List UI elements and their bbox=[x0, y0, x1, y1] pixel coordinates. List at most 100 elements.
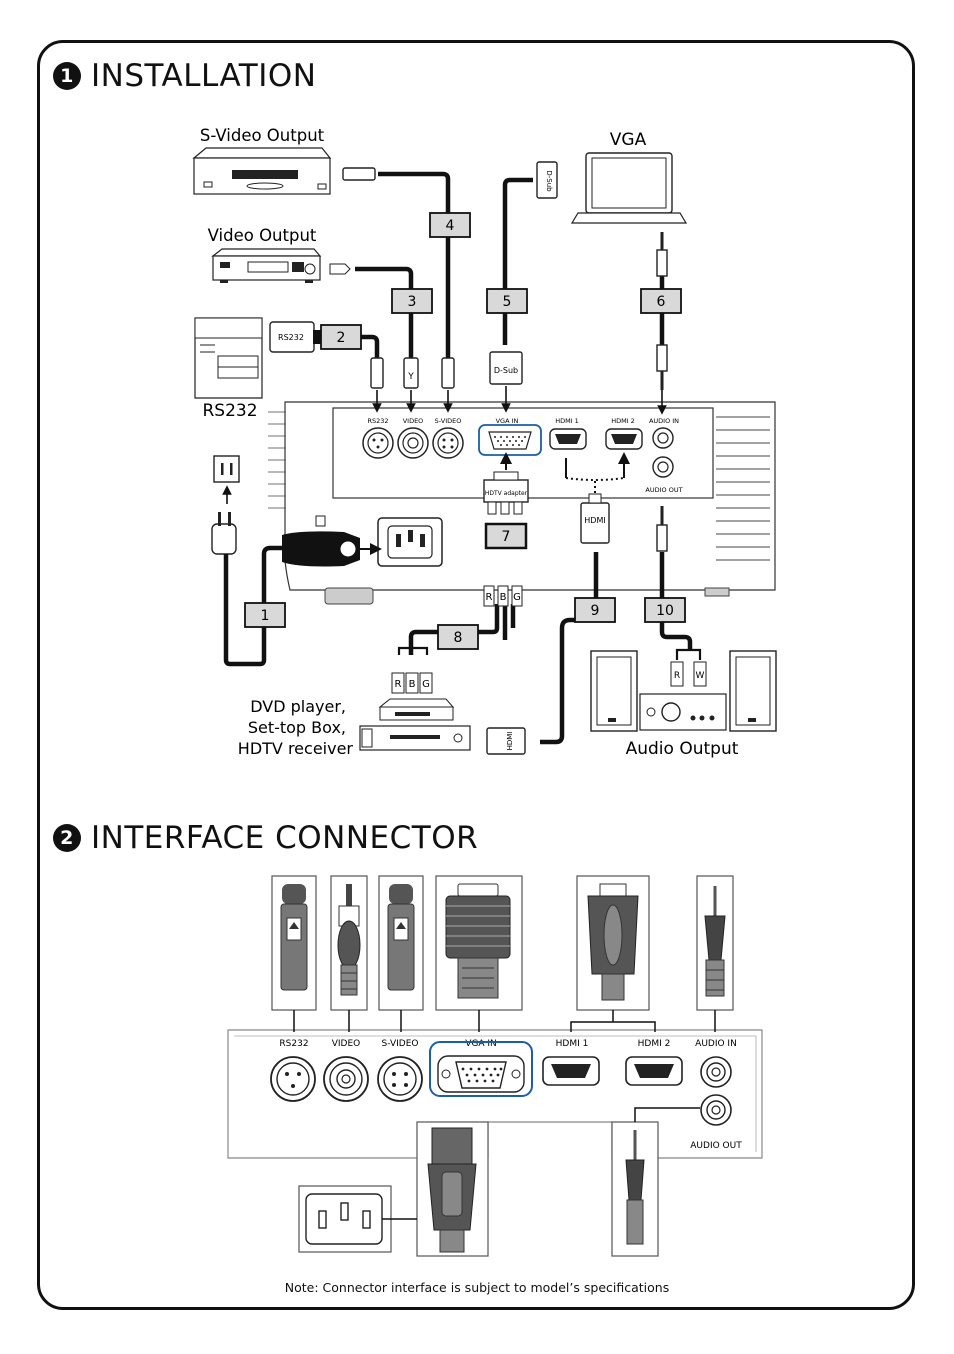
b-plug-label: B bbox=[500, 592, 507, 603]
cable-number-10: 10 bbox=[656, 603, 674, 619]
interface-heading: 2 INTERFACE CONNECTOR bbox=[53, 820, 478, 856]
panel-label-video: VIDEO bbox=[332, 1039, 361, 1049]
port-label-video: VIDEO bbox=[403, 417, 424, 425]
projector-port-hdmi1 bbox=[549, 428, 587, 450]
panel-port-hdmi2 bbox=[625, 1056, 683, 1086]
cable-number-2: 2 bbox=[337, 330, 346, 346]
cable-box-10 bbox=[644, 597, 686, 623]
dvd-label-line2: Set-top Box, bbox=[248, 718, 346, 737]
rbg-plugs-bottom: R B G bbox=[391, 672, 433, 694]
port-label-vga-in: VGA IN bbox=[496, 417, 519, 425]
w-audio-label: W bbox=[696, 671, 705, 681]
r-plug-label-lower: R bbox=[395, 679, 402, 690]
cable-number-9: 9 bbox=[591, 603, 600, 619]
panel-port-audio-out bbox=[700, 1094, 732, 1126]
panel-port-vga-in bbox=[429, 1041, 533, 1097]
panel-label-vga-in: VGA IN bbox=[465, 1039, 497, 1049]
footnote: Note: Connector interface is subject to … bbox=[284, 1280, 670, 1295]
projector-port-audio-out bbox=[652, 456, 674, 478]
hdtv-adapter: HDTV adapter bbox=[483, 452, 529, 515]
svideo-plug bbox=[342, 167, 455, 389]
panel-label-hdmi2: HDMI 2 bbox=[638, 1039, 671, 1049]
cable-number-7: 7 bbox=[502, 529, 511, 545]
installation-heading: 1 INSTALLATION bbox=[53, 58, 316, 94]
section-number-badge: 2 bbox=[53, 824, 81, 852]
power-plug bbox=[211, 512, 237, 555]
dvd-player-device bbox=[359, 698, 471, 751]
cable-box-4 bbox=[429, 212, 471, 238]
rbg-plugs-top: R B G bbox=[483, 585, 523, 607]
page-frame bbox=[37, 40, 915, 1310]
video-output-device bbox=[211, 248, 322, 283]
dsub-plug: D-Sub D-Sub bbox=[489, 161, 558, 385]
audio-output-label: Audio Output bbox=[626, 739, 739, 759]
panel-port-video bbox=[323, 1056, 369, 1102]
panel-port-audio-in bbox=[700, 1056, 732, 1088]
projector-port-svideo bbox=[432, 427, 464, 459]
rs232-computer-tower bbox=[194, 317, 263, 399]
cable-number-1: 1 bbox=[261, 608, 270, 624]
audio-out-connector-plug bbox=[625, 1130, 645, 1245]
hdmi-plug-label-lower: HDMI bbox=[506, 732, 514, 751]
port-label-audio-out: AUDIO OUT bbox=[645, 486, 682, 494]
cable-box-1 bbox=[244, 602, 286, 628]
video-rca-plug: Y bbox=[329, 263, 419, 389]
cable-number-3: 3 bbox=[408, 294, 417, 310]
dvd-label-line1: DVD player, bbox=[250, 697, 346, 716]
g-plug-label: G bbox=[513, 592, 521, 603]
svideo-output-label: S-Video Output bbox=[200, 126, 325, 145]
power-outlet bbox=[213, 455, 240, 504]
cable-box-6 bbox=[640, 288, 682, 314]
cable-box-2 bbox=[320, 324, 362, 350]
cable-box-8 bbox=[437, 624, 479, 650]
panel-label-rs232: RS232 bbox=[279, 1039, 308, 1049]
interface-title: INTERFACE CONNECTOR bbox=[91, 820, 479, 856]
hdmi-plugs: HDMI HDMI bbox=[486, 458, 624, 755]
power-cord-plug bbox=[282, 515, 382, 567]
section-number-badge: 1 bbox=[53, 62, 81, 90]
projector-port-vga-in bbox=[478, 424, 542, 456]
dvd-label-line3: HDTV receiver bbox=[238, 739, 354, 758]
svideo-connector-plug bbox=[387, 884, 415, 991]
g-plug-label-lower: G bbox=[422, 679, 430, 690]
projector-body bbox=[268, 401, 776, 605]
r-audio-label: R bbox=[674, 671, 680, 681]
audio-plugs bbox=[656, 232, 668, 552]
panel-label-audio-out: AUDIO OUT bbox=[690, 1141, 742, 1151]
power-connector-plug bbox=[427, 1127, 477, 1253]
rs232-plug-label: RS232 bbox=[278, 333, 304, 342]
dsub-plug-label-upper: D-Sub bbox=[545, 170, 553, 192]
cable-box-3 bbox=[391, 288, 433, 314]
projector-port-video bbox=[397, 427, 429, 459]
panel-label-svideo: S-VIDEO bbox=[382, 1039, 419, 1049]
b-plug-label-lower: B bbox=[409, 679, 416, 690]
video-output-label: Video Output bbox=[208, 226, 317, 245]
panel-port-svideo bbox=[377, 1056, 423, 1102]
cable-box-7 bbox=[484, 522, 528, 550]
port-label-hdmi1: HDMI 1 bbox=[555, 417, 579, 425]
video-connector-plug bbox=[337, 884, 361, 996]
vga-label: VGA bbox=[610, 130, 647, 150]
vga-connector-plug bbox=[445, 883, 511, 999]
rs232-label: RS232 bbox=[202, 401, 257, 421]
audio-output-device bbox=[590, 650, 777, 732]
hdmi-plug-label: HDMI bbox=[584, 516, 605, 525]
port-label-rs232: RS232 bbox=[367, 417, 388, 425]
panel-port-hdmi1 bbox=[542, 1056, 600, 1086]
port-label-audio-in: AUDIO IN bbox=[649, 417, 679, 425]
cable-number-4: 4 bbox=[446, 218, 455, 234]
dsub-plug-label-lower: D-Sub bbox=[494, 366, 518, 375]
power-inlet-drawing bbox=[305, 1193, 417, 1245]
installation-title: INSTALLATION bbox=[91, 58, 317, 94]
hdtv-adapter-label: HDTV adapter bbox=[485, 490, 528, 497]
y-plug-label: Y bbox=[407, 372, 414, 382]
projector-port-audio-in bbox=[652, 427, 674, 449]
cable-box-5 bbox=[486, 288, 528, 314]
r-plug-label: R bbox=[486, 592, 493, 603]
port-label-svideo: S-VIDEO bbox=[435, 417, 462, 425]
laptop-device bbox=[570, 152, 688, 224]
projector-port-hdmi2 bbox=[605, 428, 643, 450]
cable-box-9 bbox=[574, 597, 616, 623]
